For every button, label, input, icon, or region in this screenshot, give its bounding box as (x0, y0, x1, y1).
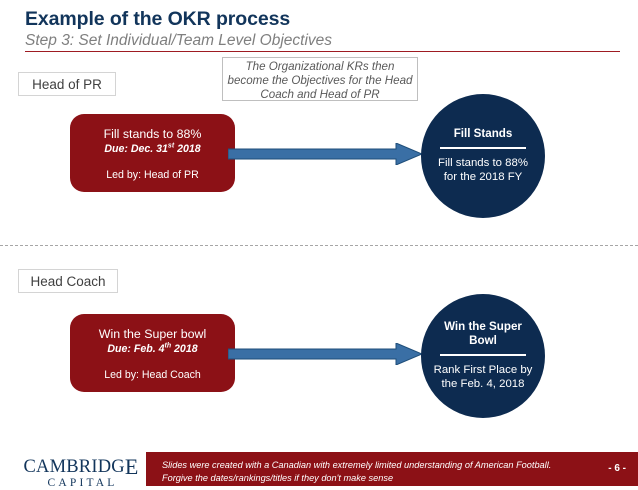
page-subtitle: Step 3: Set Individual/Team Level Object… (25, 32, 333, 49)
due-year: 2018 (171, 343, 198, 355)
circle-title-line-1: Win the Super (444, 320, 522, 334)
objective-card-head-of-pr: Fill stands to 88% Due: Dec. 31st 2018 L… (70, 114, 235, 192)
page-number: - 6 - (608, 463, 626, 474)
objective-text: Win the Super bowl (98, 327, 207, 341)
circle-body-line-2: for the 2018 FY (443, 171, 523, 184)
header-divider-rule (25, 51, 620, 53)
footer-note-line-1: Slides were created with a Canadian with… (162, 460, 552, 470)
due-year: 2018 (174, 143, 201, 155)
page-title: Example of the OKR process (25, 8, 291, 30)
objective-card-head-coach: Win the Super bowl Due: Feb. 4th 2018 Le… (70, 314, 235, 392)
circle-divider (440, 147, 526, 149)
objective-due-date: Due: Feb. 4th 2018 (70, 342, 235, 356)
organizational-krs-note: The Organizational KRs then become the O… (222, 57, 418, 101)
flow-arrow-icon (228, 343, 422, 365)
due-prefix: Due: Dec. 31 (104, 143, 168, 155)
key-result-circle-fill-stands: Fill Stands Fill stands to 88% for the 2… (421, 94, 545, 218)
circle-body-line-1: Rank First Place by (433, 363, 533, 376)
objective-owner: Led by: Head of PR (106, 169, 199, 181)
circle-title: Win the Super Bowl (430, 320, 536, 348)
footer-note-line-2: Forgive the dates/rankings/titles if the… (162, 472, 394, 483)
logo-wordmark-drop-letter: E (124, 454, 139, 479)
footer-band (146, 452, 638, 486)
note-line-3: Coach and Head of PR (260, 88, 380, 101)
footer-disclaimer: Slides were created with a Canadian with… (162, 459, 562, 484)
section-divider (0, 245, 638, 246)
cambridge-capital-logo: CAMBRIDGE CAPITAL (22, 455, 140, 490)
logo-wordmark: CAMBRIDGE (22, 454, 140, 479)
circle-title-line-2: Bowl (469, 334, 497, 348)
role-label-head-of-pr: Head of PR (18, 72, 116, 96)
key-result-circle-super-bowl: Win the Super Bowl Rank First Place by t… (421, 294, 545, 418)
circle-body-line-1: Fill stands to 88% (438, 156, 528, 169)
circle-title: Fill Stands (453, 127, 513, 141)
circle-body: Rank First Place by the Feb. 4, 2018 (422, 363, 545, 392)
circle-body: Fill stands to 88% for the 2018 FY (426, 156, 540, 185)
due-prefix: Due: Feb. 4 (107, 343, 165, 355)
note-line-1: The Organizational KRs then (245, 60, 395, 73)
role-label-head-coach: Head Coach (18, 269, 118, 293)
logo-subtitle: CAPITAL (47, 477, 118, 489)
due-ordinal-suffix: st (167, 142, 175, 150)
circle-divider (440, 354, 526, 356)
logo-wordmark-main: CAMBRIDG (23, 457, 125, 477)
due-ordinal-suffix: th (164, 342, 172, 350)
objective-owner: Led by: Head Coach (104, 369, 201, 381)
objective-due-date: Due: Dec. 31st 2018 (70, 142, 235, 156)
note-line-2: become the Objectives for the Head (227, 74, 413, 87)
circle-body-line-2: the Feb. 4, 2018 (441, 378, 525, 391)
flow-arrow-icon (228, 143, 422, 165)
objective-text: Fill stands to 88% (103, 127, 202, 141)
